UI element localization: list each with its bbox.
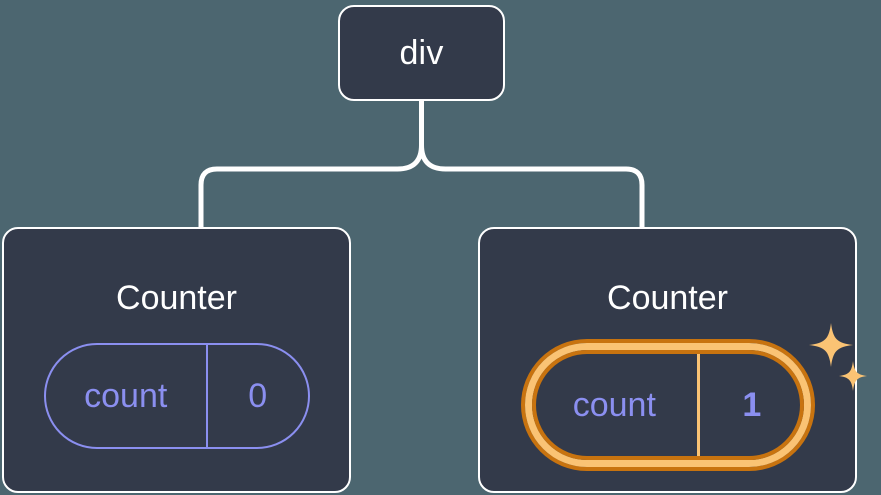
state-pill-left[interactable]: count 0 bbox=[43, 343, 310, 449]
node-counter-left[interactable]: Counter count 0 bbox=[2, 227, 351, 493]
node-counter-right-label: Counter bbox=[607, 279, 728, 317]
state-pill-right[interactable]: count 1 bbox=[524, 343, 811, 467]
state-pill-wrap-right: count 1 bbox=[524, 323, 867, 467]
state-key-right: count bbox=[532, 350, 701, 460]
state-value-left: 0 bbox=[248, 376, 268, 415]
sparkle-small-icon bbox=[838, 361, 867, 391]
sparkle-group bbox=[808, 323, 867, 391]
state-pill-wrap-left: count 0 bbox=[43, 343, 310, 449]
node-div-label: div bbox=[399, 34, 444, 72]
state-key-left: count bbox=[46, 345, 208, 447]
connector-right bbox=[419, 98, 645, 230]
node-div[interactable]: div bbox=[338, 5, 505, 101]
sparkle-large-icon bbox=[808, 323, 853, 367]
connector-left bbox=[198, 98, 424, 230]
node-counter-right[interactable]: Counter count 1 bbox=[478, 227, 867, 493]
state-value-right: 1 bbox=[742, 385, 762, 424]
node-counter-left-label: Counter bbox=[116, 279, 237, 317]
